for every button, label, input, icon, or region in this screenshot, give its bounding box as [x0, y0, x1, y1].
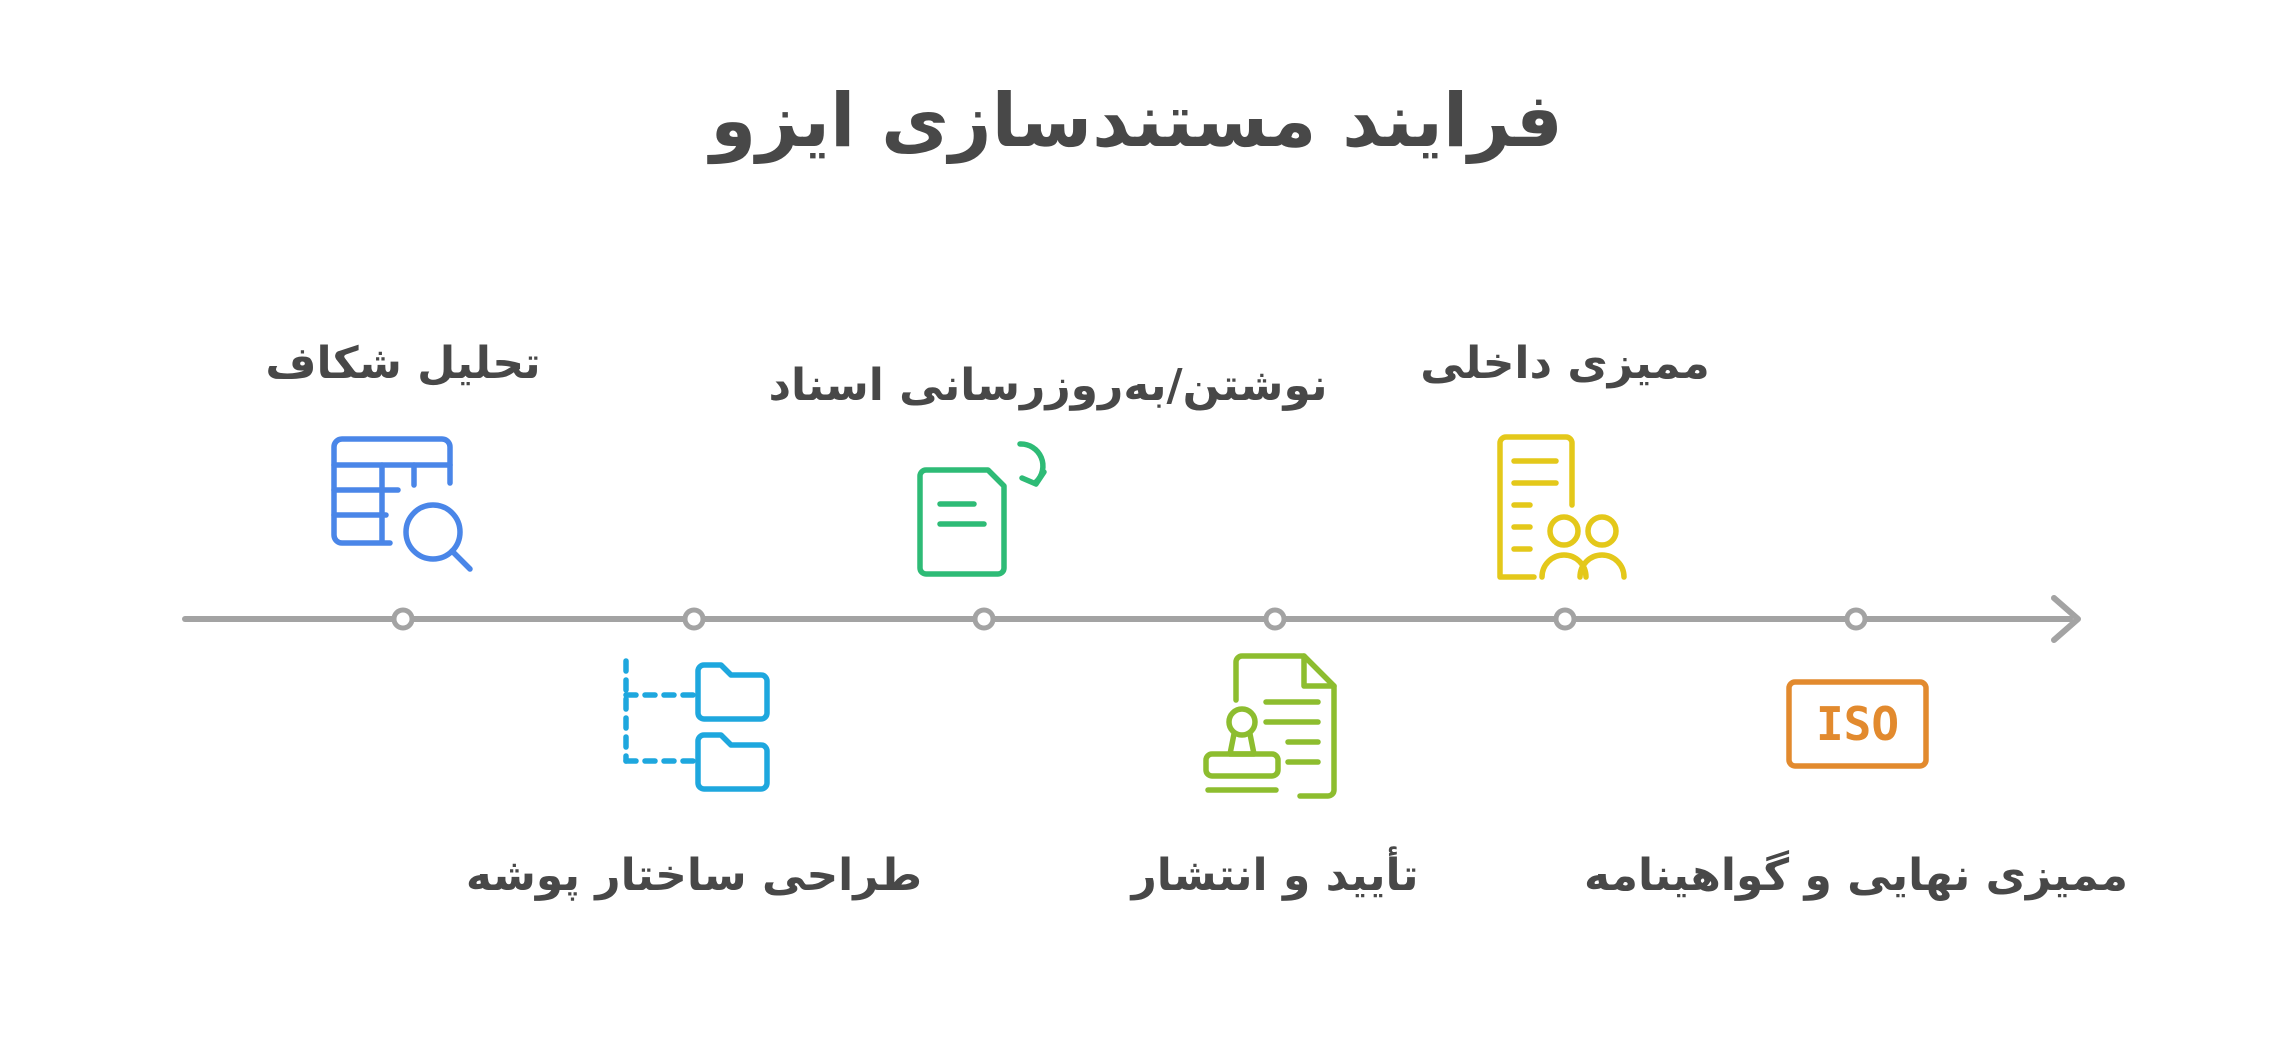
timeline-arrow-head — [2051, 595, 2081, 643]
iso-text: ISO — [1816, 697, 1899, 751]
stage-2-label: طراحی ساختار پوشه — [465, 850, 923, 901]
stage-3-label: نوشتن/به‌روزرسانی اسناد — [768, 360, 1328, 411]
timeline-marker-1 — [391, 607, 415, 631]
document-audit-team-icon — [1497, 434, 1627, 580]
stage-5-label: ممیزی داخلی — [1420, 338, 1710, 389]
stage-1-label: تحلیل شکاف — [265, 338, 541, 389]
timeline-marker-6 — [1844, 607, 1868, 631]
table-search-icon — [331, 436, 473, 572]
timeline-marker-2 — [682, 607, 706, 631]
document-update-icon — [917, 441, 1047, 577]
iso-certificate-icon: ISO — [1786, 679, 1929, 769]
timeline-marker-4 — [1263, 607, 1287, 631]
folder-structure-icon — [623, 658, 770, 792]
stage-4-label: تأیید و انتشار — [1131, 850, 1419, 901]
stamp-document-icon — [1203, 653, 1337, 799]
stage-6-label: ممیزی نهایی و گواهینامه — [1584, 850, 2128, 901]
timeline-marker-5 — [1553, 607, 1577, 631]
timeline-marker-3 — [972, 607, 996, 631]
page-title: فرایند مستندسازی ایزو — [710, 78, 1563, 164]
